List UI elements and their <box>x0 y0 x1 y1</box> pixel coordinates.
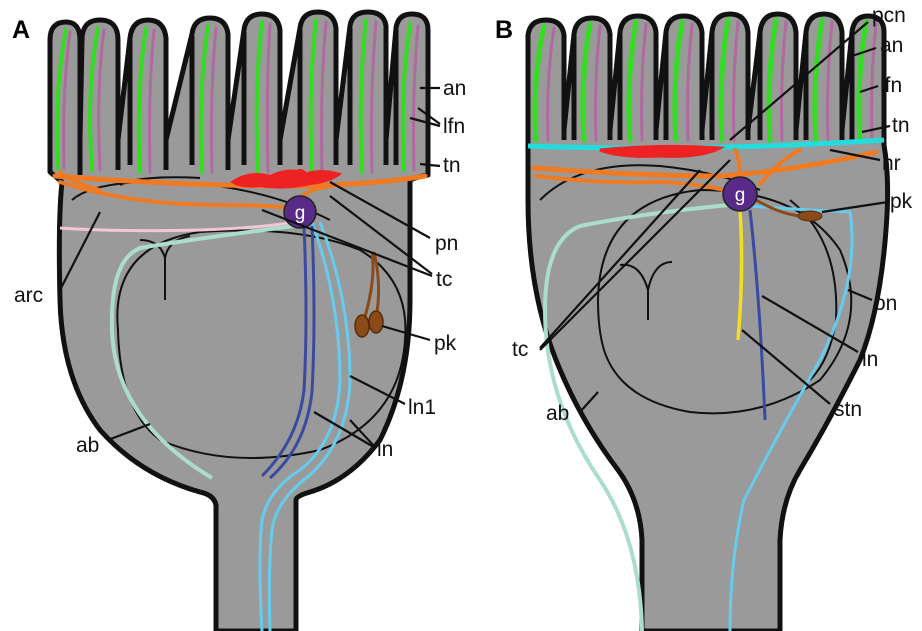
label-nr-b: nr <box>882 152 901 175</box>
label-ab-b: ab <box>546 402 569 425</box>
label-lfn-a: lfn <box>443 115 465 138</box>
label-stn-b: stn <box>834 398 862 421</box>
panel-a-letter: A <box>12 16 30 44</box>
label-ln1-a: ln1 <box>408 396 436 419</box>
label-tn-a: tn <box>443 154 461 177</box>
label-lfn-b: lfn <box>880 74 902 97</box>
ganglion-label-b: g <box>735 185 746 206</box>
label-pk-a: pk <box>434 332 457 355</box>
label-ln-b: ln <box>862 348 878 371</box>
label-tn-b: tn <box>892 114 910 137</box>
pedal-ganglion-a <box>293 170 307 184</box>
label-arc-a: arc <box>14 284 43 307</box>
panel-b: B <box>495 4 913 631</box>
label-tc-b: tc <box>512 338 528 361</box>
pk-bulb-a2 <box>369 311 383 333</box>
label-an-b: an <box>880 34 903 57</box>
panel-b-ganglion: g <box>723 177 757 211</box>
panel-b-letter: B <box>495 16 513 44</box>
panel-a-ganglion: g <box>284 196 316 228</box>
ganglion-label-a: g <box>295 203 306 224</box>
label-ab-a: ab <box>76 434 99 457</box>
label-pk-b: pk <box>890 190 913 213</box>
label-pn-a: pn <box>435 232 458 255</box>
panel-b-pedal-nerve <box>600 146 720 156</box>
label-on-b: on <box>874 292 897 315</box>
label-an-a: an <box>443 77 466 100</box>
pk-bulb-a1 <box>355 315 369 337</box>
label-tc-a: tc <box>436 268 452 291</box>
pk-bulb-b <box>798 211 822 221</box>
panel-a: A <box>12 12 466 631</box>
label-ln-a: ln <box>377 438 393 461</box>
label-pcn-b: pcn <box>872 4 906 27</box>
